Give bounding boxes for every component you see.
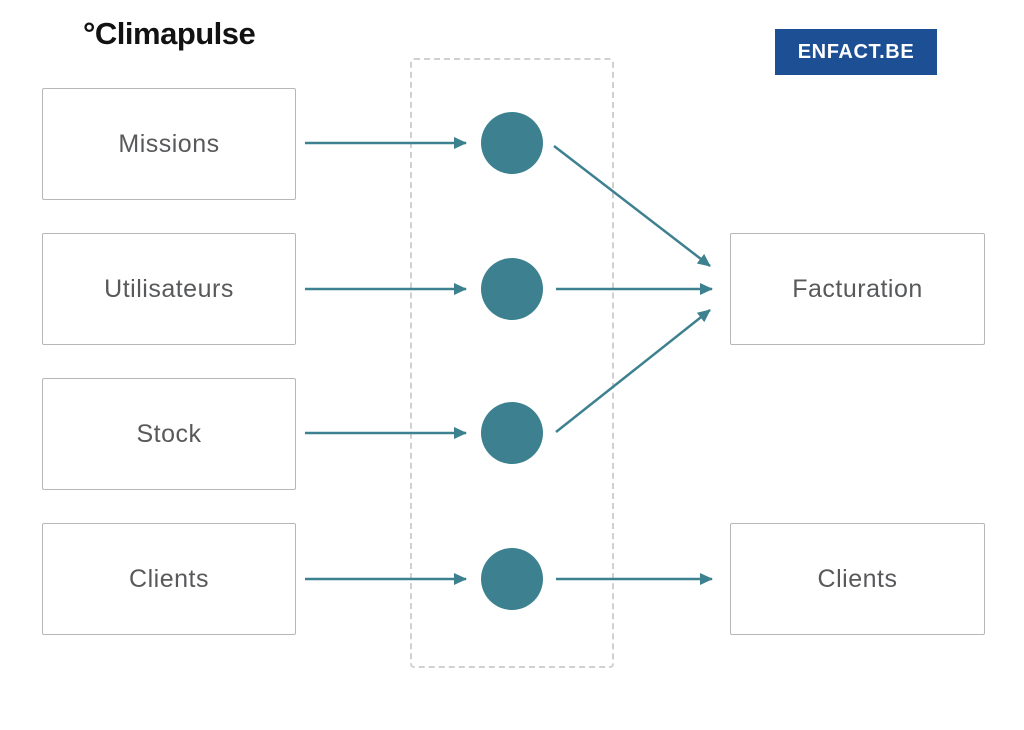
source-box-clients-label: Clients [129, 564, 209, 593]
sync-node-stock [481, 402, 543, 464]
source-box-utilisateurs: Utilisateurs [42, 233, 296, 345]
source-box-missions-label: Missions [118, 129, 220, 158]
target-box-facturation-label: Facturation [792, 274, 923, 303]
enfact-badge-label: ENFACT.BE [797, 40, 915, 63]
target-box-clients: Clients [730, 523, 985, 635]
source-box-utilisateurs-label: Utilisateurs [104, 274, 234, 303]
source-box-clients: Clients [42, 523, 296, 635]
source-box-stock: Stock [42, 378, 296, 490]
sync-node-clients [481, 548, 543, 610]
target-box-facturation: Facturation [730, 233, 985, 345]
climapulse-logo: °Climapulse [83, 16, 256, 51]
source-box-missions: Missions [42, 88, 296, 200]
sync-node-utilisateurs [481, 258, 543, 320]
source-box-stock-label: Stock [136, 419, 202, 448]
sync-node-missions [481, 112, 543, 174]
enfact-badge: ENFACT.BE [775, 29, 937, 75]
target-box-clients-label: Clients [817, 564, 898, 593]
